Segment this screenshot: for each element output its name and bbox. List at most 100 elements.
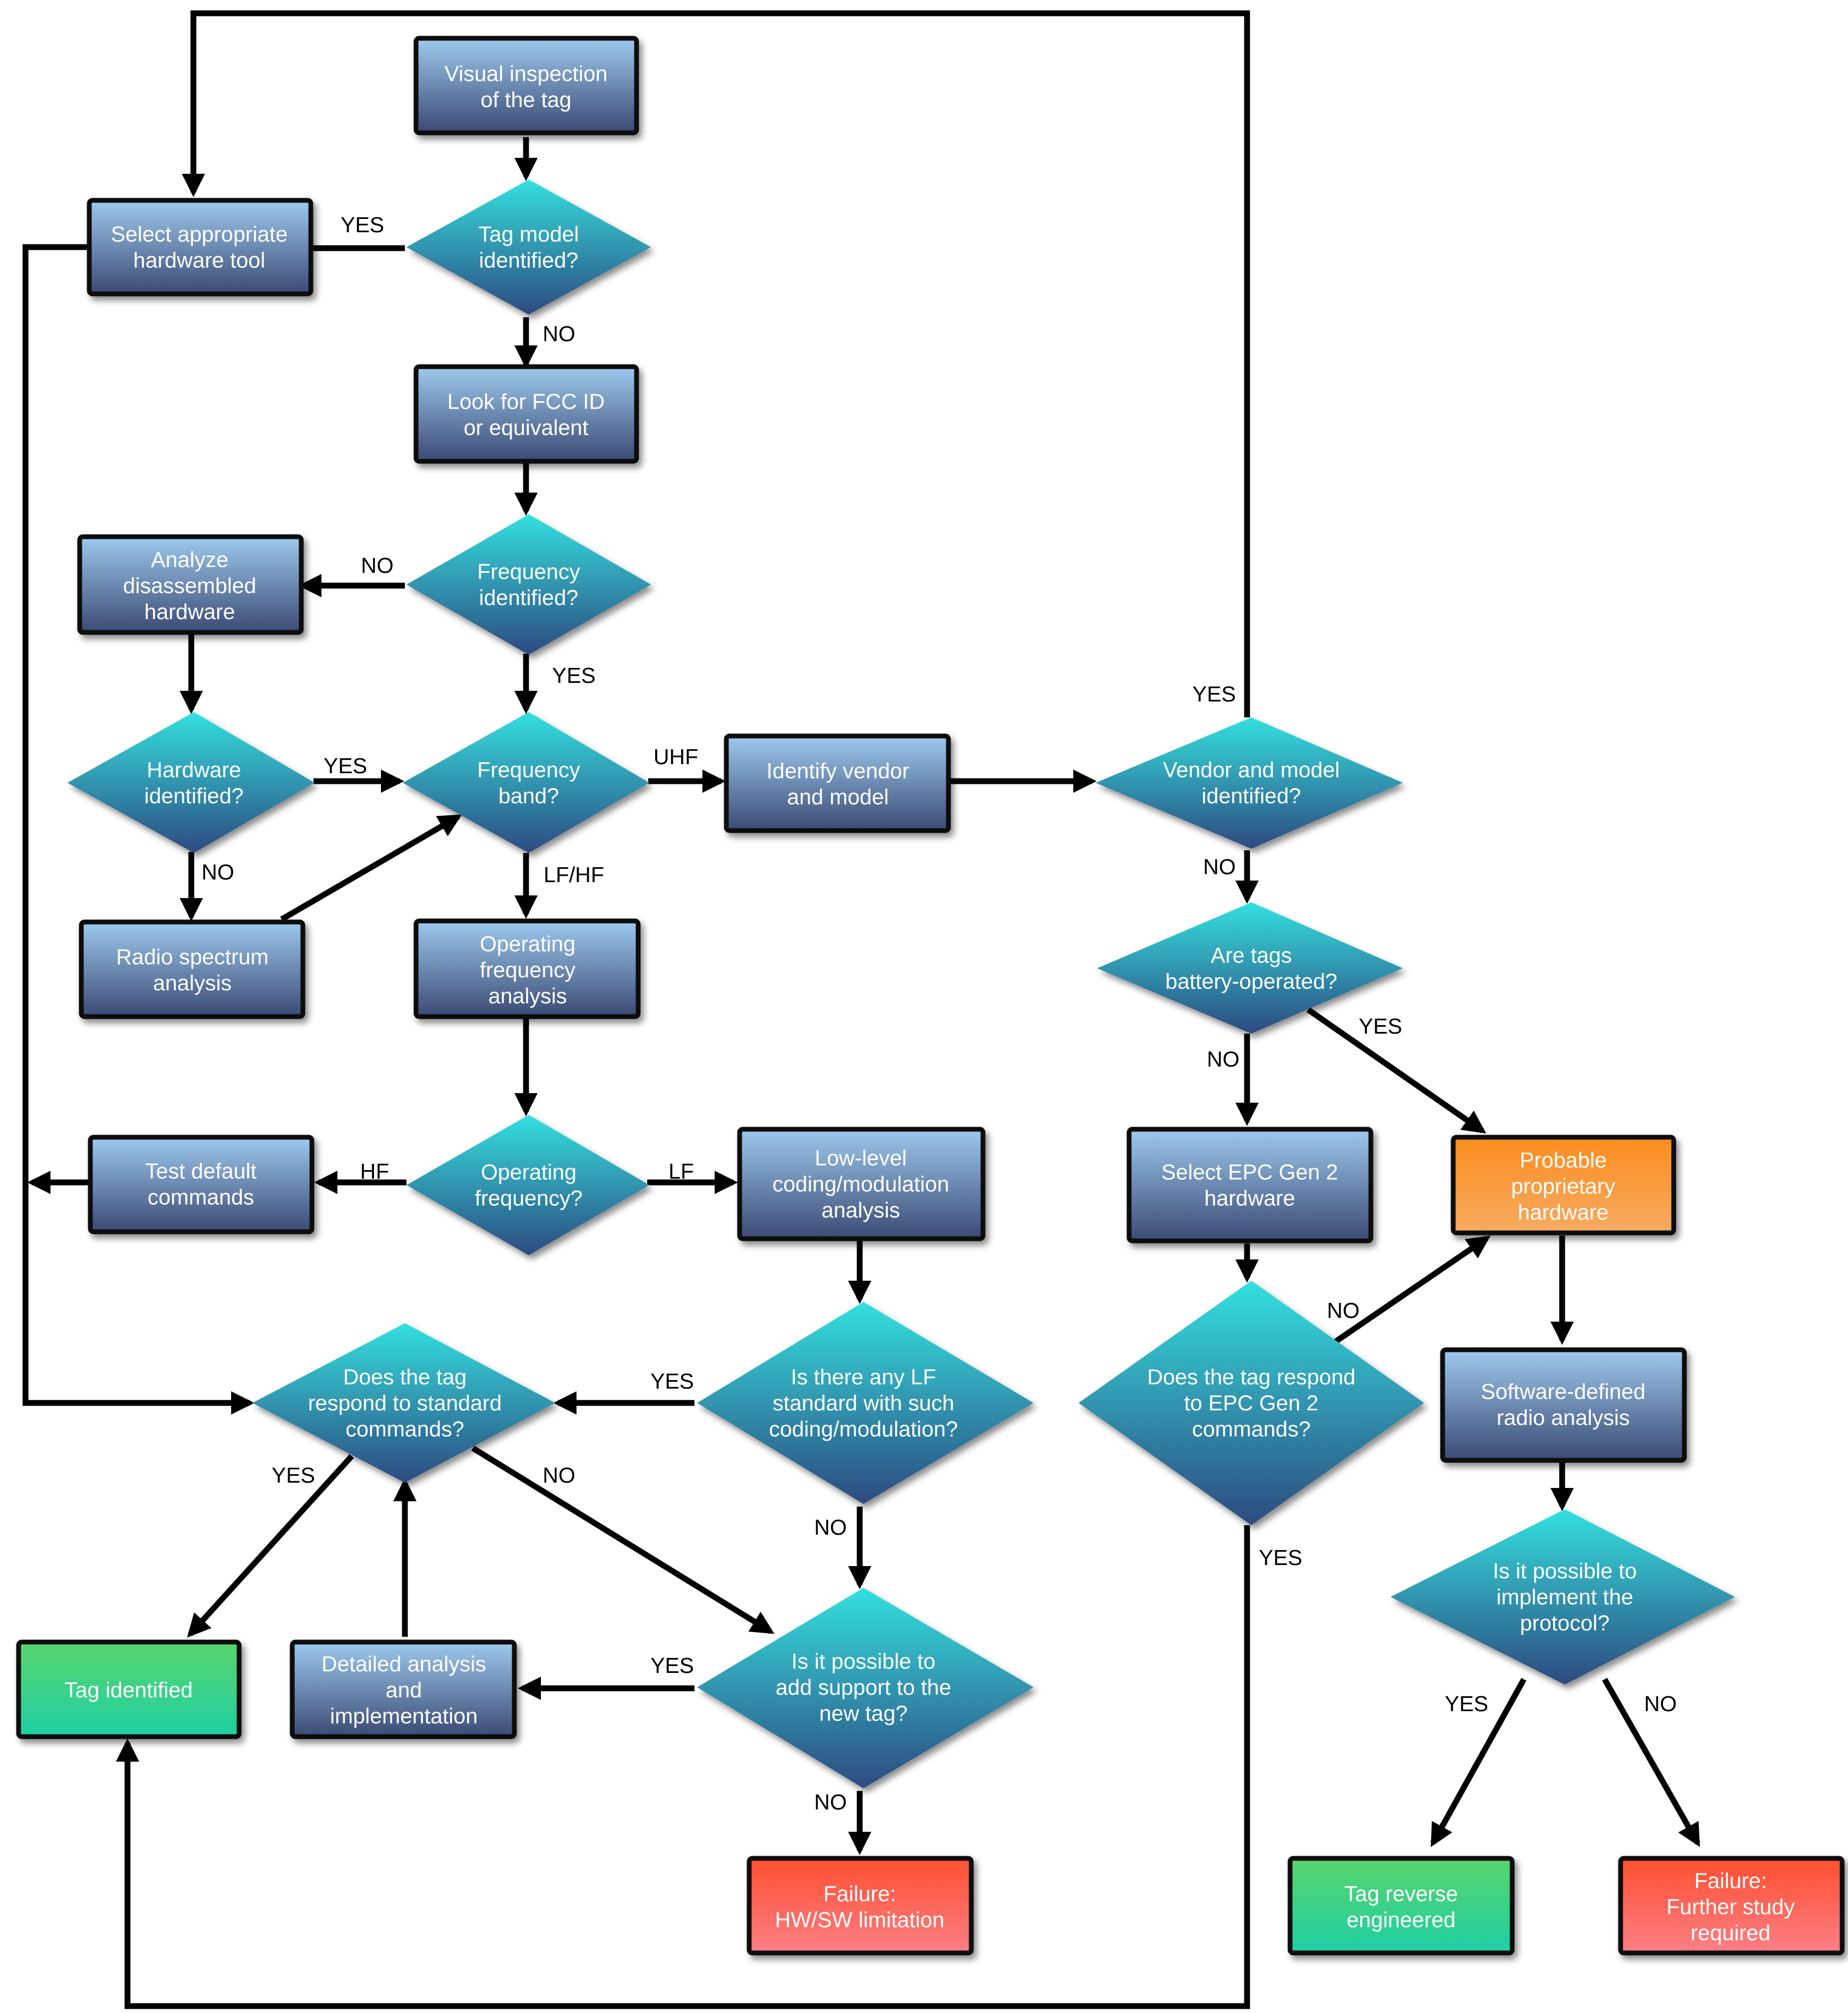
vendor-model-identified-line: Vendor and model — [1163, 758, 1340, 782]
low-level-coding-line: coding/modulation — [773, 1172, 950, 1196]
tag-reverse-line: Tag reverse — [1344, 1882, 1458, 1906]
label-opfreq-hf: HF — [360, 1159, 389, 1183]
label-vendor-no: NO — [1203, 855, 1236, 879]
label-hw-identified-yes: YES — [324, 754, 367, 778]
tag-model-identified-line: Tag model — [478, 222, 579, 247]
visual-inspection-line: Visual inspection — [445, 62, 608, 86]
label-lf-standard-yes: YES — [650, 1369, 694, 1393]
respond-epc-line: to EPC Gen 2 — [1184, 1391, 1319, 1415]
operating-frequency-analysis-line: frequency — [480, 958, 576, 982]
probable-proprietary-line: Probable — [1520, 1148, 1607, 1172]
identify-vendor-line: and model — [787, 785, 888, 809]
operating-frequency-analysis-line: Operating — [480, 932, 575, 956]
node-failure-hwsw: Failure:HW/SW limitation — [747, 1856, 974, 1956]
analyze-disassembled-line: hardware — [145, 599, 235, 624]
edge-vendor-yes-loop — [182, 10, 1250, 717]
detailed-analysis-line: Detailed analysis — [321, 1652, 486, 1676]
select-epc-line: hardware — [1205, 1186, 1295, 1211]
label-freq-identified-no: NO — [361, 553, 394, 578]
probable-proprietary-line: hardware — [1518, 1200, 1609, 1224]
label-freq-identified-yes: YES — [552, 663, 596, 688]
label-add-support-yes: YES — [650, 1653, 694, 1678]
tag-model-identified-line: identified? — [479, 248, 579, 273]
respond-standard-line: respond to standard — [308, 1391, 502, 1415]
probable-proprietary-line: proprietary — [1511, 1174, 1615, 1198]
add-support-line: Is it possible to — [791, 1649, 935, 1673]
select-hardware-tool-line: hardware tool — [133, 248, 265, 273]
implement-protocol-line: protocol? — [1520, 1611, 1610, 1635]
operating-frequency-line: Operating — [481, 1160, 577, 1185]
edge-selecthw-to-respond — [22, 244, 255, 1415]
implement-protocol-line: implement the — [1496, 1585, 1633, 1609]
lf-standard-line: Is there any LF — [791, 1365, 936, 1389]
sdr-analysis-line: radio analysis — [1497, 1406, 1630, 1430]
edge-implement-yes — [1430, 1678, 1527, 1847]
operating-frequency-line: frequency? — [475, 1186, 583, 1211]
detailed-analysis-line: implementation — [330, 1704, 478, 1728]
failure-hwsw-line: Failure: — [824, 1882, 896, 1906]
select-hardware-tool-line: Select appropriate — [111, 222, 288, 247]
edge-battery-yes — [1306, 1007, 1487, 1134]
add-support-line: add support to the — [776, 1675, 952, 1699]
label-tag-model-no: NO — [542, 322, 575, 346]
label-implement-no: NO — [1644, 1691, 1677, 1716]
analyze-disassembled-line: disassembled — [123, 573, 257, 598]
look-for-fcc-line: or equivalent — [464, 416, 589, 440]
tag-identified-line: Tag identified — [64, 1678, 193, 1702]
visual-inspection-line: of the tag — [481, 88, 572, 112]
respond-standard-line: Does the tag — [343, 1365, 467, 1389]
label-battery-no: NO — [1207, 1047, 1240, 1071]
implement-protocol-line: Is it possible to — [1493, 1559, 1637, 1583]
label-vendor-yes: YES — [1192, 682, 1236, 706]
label-hw-identified-no: NO — [201, 860, 234, 884]
frequency-band-line: band? — [498, 784, 559, 808]
edge-implement-no — [1602, 1678, 1700, 1847]
edge-respond-no — [471, 1445, 775, 1634]
tag-identified-label: Tag identified — [64, 1678, 193, 1702]
test-default-line: commands — [148, 1185, 255, 1210]
respond-epc-line: commands? — [1192, 1417, 1310, 1441]
failure-hwsw-line: HW/SW limitation — [775, 1908, 945, 1932]
edge-radio-to-band — [280, 814, 462, 922]
low-level-coding-line: analysis — [821, 1198, 900, 1222]
operating-frequency-analysis-line: analysis — [488, 984, 567, 1008]
connectors — [22, 10, 1700, 2009]
lf-standard-line: coding/modulation? — [769, 1417, 958, 1441]
